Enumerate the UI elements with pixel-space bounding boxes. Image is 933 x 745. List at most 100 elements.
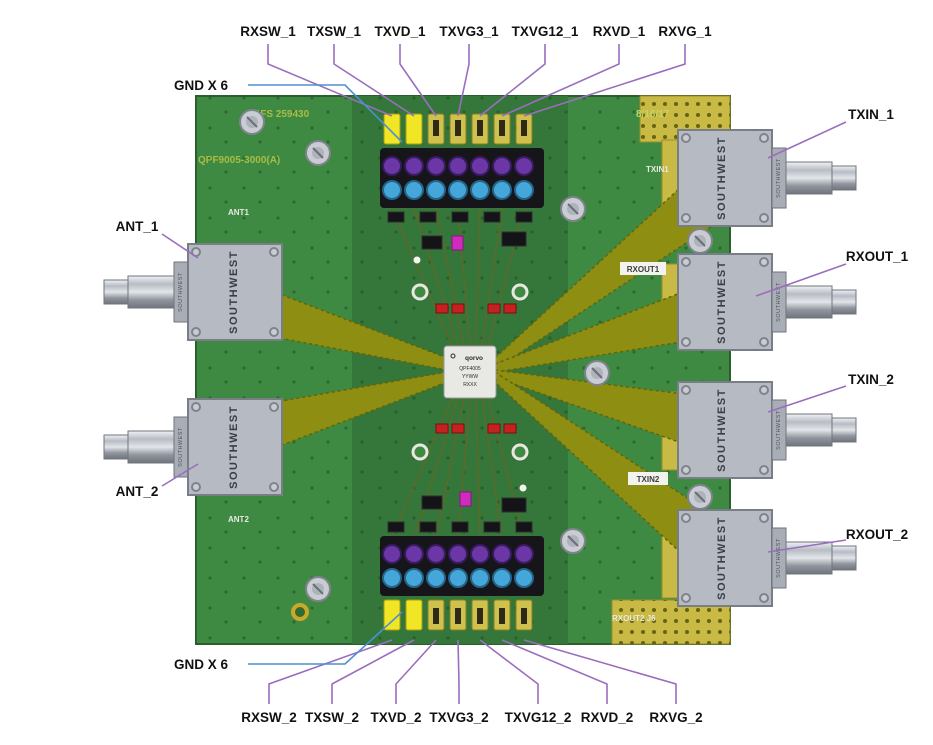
annotation-line-rxout-2: [767, 539, 847, 553]
label-gnd-top: GND X 6: [174, 78, 229, 93]
bias-traces: [391, 207, 525, 539]
sma-connector-ant-2: SOUTHWEST SOUTHWEST: [103, 398, 283, 496]
silkscreen-ant2: ANT2: [228, 515, 249, 524]
annotation-line-rxout-1: [755, 263, 847, 297]
sma-connector-rxout-2: SOUTHWEST SOUTHWEST: [677, 509, 857, 607]
connector-flange-text: SOUTHWEST: [776, 282, 782, 322]
label-txvg12-1: TXVG12_1: [512, 24, 579, 39]
annotation-line-txvg12-1: [479, 44, 546, 117]
magenta-component: [451, 235, 464, 251]
gold-ring-hole: [291, 603, 309, 621]
sma-barrel: [785, 161, 833, 195]
connector-flange-text: SOUTHWEST: [776, 410, 782, 450]
trace-rxout1: [494, 272, 731, 373]
label-rxvd-1: RXVD_1: [593, 24, 646, 39]
annotation-line-ant-1: [161, 233, 199, 259]
chip-body: [443, 345, 497, 399]
connector-brand-text: SOUTHWEST: [716, 388, 728, 472]
chip-line3: RXXX: [463, 382, 477, 388]
callout-labels: RXSW_1 TXSW_1 TXVD_1 TXVG3_1 TXVG12_1 RX…: [116, 24, 909, 725]
annotation-line-gnd-top: [248, 84, 403, 143]
silkscreen-box-txin2: [628, 472, 668, 485]
sma-connector-txin-1: SOUTHWEST SOUTHWEST: [677, 129, 857, 227]
silkscreen-rxout2: RXOUT2 J6: [612, 614, 656, 623]
sma-tip: [103, 434, 129, 460]
annotation-line-rxvd-2: [501, 639, 608, 704]
label-rxvg-1: RXVG_1: [658, 24, 712, 39]
label-rxout-2: RXOUT_2: [846, 527, 908, 542]
mounting-screws: [239, 109, 713, 602]
sma-barrel: [785, 285, 833, 319]
annotation-line-rxsw-1: [267, 44, 393, 117]
annotation-line-txsw-2: [331, 639, 415, 704]
label-txvd-2: TXVD_2: [370, 710, 421, 725]
silkscreen-date: 8/16/17: [636, 109, 670, 120]
sma-block: [187, 398, 283, 496]
label-txin-1: TXIN_1: [848, 107, 894, 122]
silkscreen-serial: S4FS 259430: [248, 109, 310, 120]
annotation-line-ant-2: [161, 463, 199, 487]
label-txvg12-2: TXVG12_2: [505, 710, 572, 725]
label-txsw-1: TXSW_1: [307, 24, 362, 39]
label-rxvg-2: RXVG_2: [649, 710, 702, 725]
label-txsw-2: TXSW_2: [305, 710, 359, 725]
annotation-line-txsw-1: [333, 44, 415, 117]
chip-pin1-dot: [450, 353, 456, 359]
connector-flange-text: SOUTHWEST: [178, 272, 184, 312]
rf-trace-wedges: [195, 140, 731, 600]
connector-flange-text: SOUTHWEST: [178, 427, 184, 467]
silkscreen-part-number: QPF9005-3000(A): [198, 155, 280, 166]
gnd-pad: [405, 113, 423, 145]
annotation-line-rxvg-1: [523, 44, 686, 117]
connector-flange-text: SOUTHWEST: [776, 538, 782, 578]
sma-barrel: [785, 541, 833, 575]
magenta-component: [459, 491, 472, 507]
label-rxvd-2: RXVD_2: [581, 710, 634, 725]
connector-brand-text: SOUTHWEST: [228, 405, 240, 489]
white-dot: [519, 484, 527, 492]
sma-tip: [831, 417, 857, 443]
silkscreen-box-rxout1: [620, 262, 666, 275]
annotation-line-txvg3-1: [457, 44, 470, 117]
annotation-line-txvd-1: [399, 44, 437, 117]
annotation-lines: [161, 44, 847, 704]
annotation-line-txvg12-2: [479, 639, 539, 704]
connector-brand-text: SOUTHWEST: [228, 250, 240, 334]
mmic-chip: qorvo QPF4005 YYWW RXXX: [443, 345, 497, 399]
sma-connector-txin-2: SOUTHWEST SOUTHWEST: [677, 381, 857, 479]
white-dot: [413, 256, 421, 264]
silkscreen-ant1: ANT1: [228, 208, 249, 217]
connector-flange-text: SOUTHWEST: [776, 158, 782, 198]
sma-block: [677, 129, 773, 227]
silkscreen-txin2: TXIN2: [637, 475, 660, 484]
connector-brand-text: SOUTHWEST: [716, 516, 728, 600]
sma-block: [677, 509, 773, 607]
label-ant-2: ANT_2: [116, 484, 159, 499]
silkscreen-rxout1: RXOUT1: [627, 265, 660, 274]
label-rxsw-2: RXSW_2: [241, 710, 297, 725]
annotation-line-rxsw-2: [268, 639, 393, 704]
sma-barrel: [127, 430, 175, 464]
connector-brand-text: SOUTHWEST: [716, 136, 728, 220]
annotation-line-txin-1: [767, 121, 847, 159]
chip-line1: QPF4005: [459, 366, 481, 372]
chip-brand: qorvo: [465, 355, 483, 362]
sma-tip: [831, 165, 857, 191]
silkscreen-txin1: TXIN1: [646, 165, 669, 174]
gnd-pad: [383, 113, 401, 145]
sma-tip: [831, 545, 857, 571]
top-pin-header: [380, 113, 544, 208]
sma-block: [187, 243, 283, 341]
gnd-pad: [405, 599, 423, 631]
label-txin-2: TXIN_2: [848, 372, 894, 387]
sma-barrel: [127, 275, 175, 309]
chip-line2: YYWW: [462, 374, 478, 380]
sma-barrel: [785, 413, 833, 447]
sma-tip: [103, 279, 129, 305]
plated-holes: [291, 283, 529, 621]
label-rxout-1: RXOUT_1: [846, 249, 909, 264]
annotation-line-txin-2: [767, 385, 847, 413]
label-txvg3-1: TXVG3_1: [439, 24, 499, 39]
